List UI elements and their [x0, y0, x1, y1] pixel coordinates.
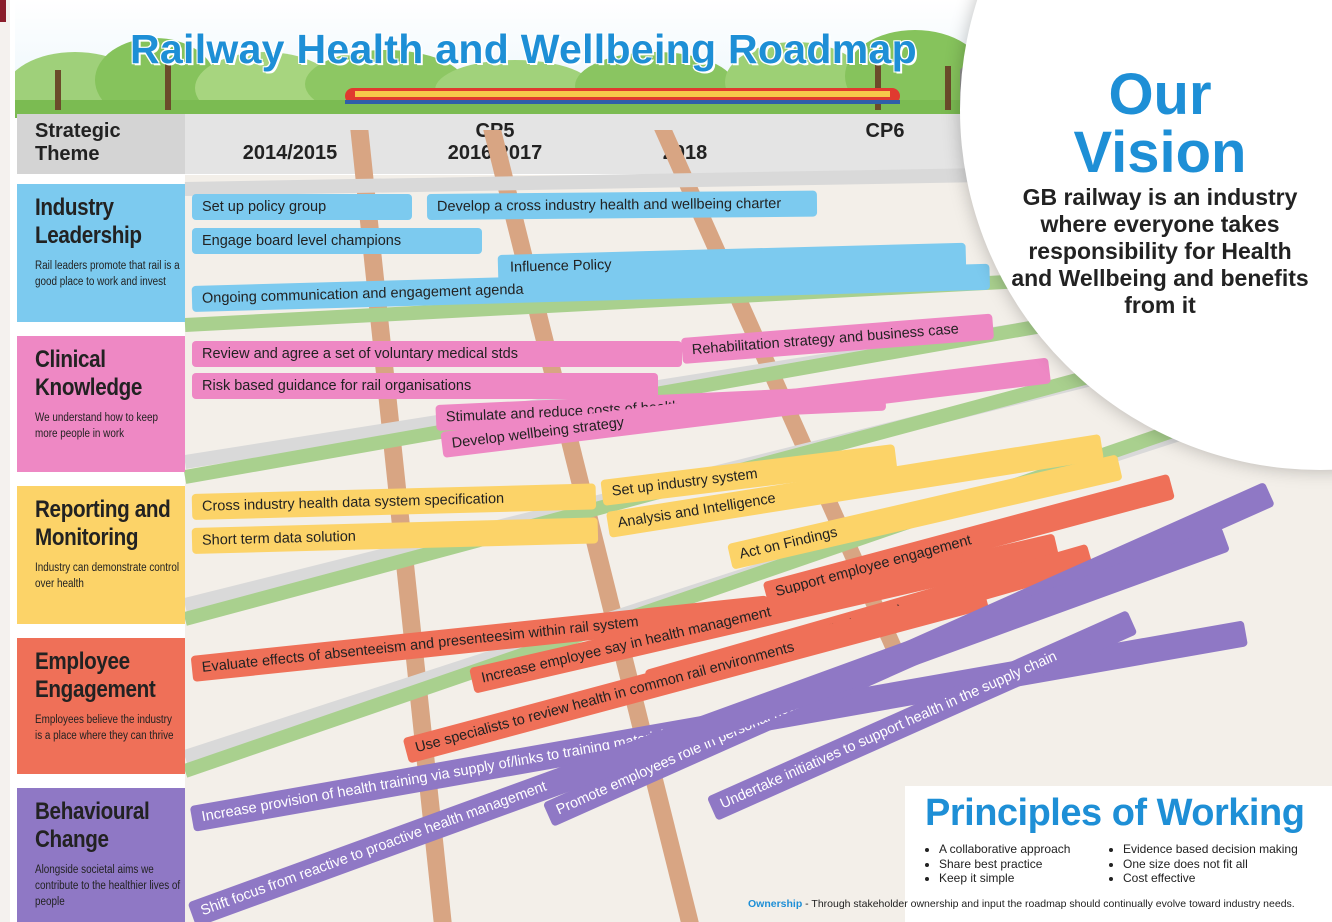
header-theme-cell	[17, 114, 185, 174]
roadmap-bar: Develop a cross industry health and well…	[426, 190, 818, 220]
theme-behavioural-change: Behavioural Change Alongside societal ai…	[17, 788, 185, 922]
theme-clinical-knowledge: Clinical Knowledge We understand how to …	[17, 336, 185, 472]
theme-title: Reporting and Monitoring	[35, 496, 171, 551]
principle-item: A collaborative approach	[939, 842, 1070, 857]
principle-item: Share best practice	[939, 857, 1070, 872]
theme-title: Behavioural Change	[35, 798, 150, 853]
theme-description: Employees believe the industry is a plac…	[35, 714, 174, 742]
theme-description: Alongside societal aims we contribute to…	[35, 864, 181, 908]
principles-title: Principles of Working	[925, 792, 1305, 834]
theme-industry-leadership: Industry Leadership Rail leaders promote…	[17, 184, 185, 322]
left-edge-strip	[0, 0, 10, 922]
roadmap-bar: Set up policy group	[192, 194, 412, 220]
col-2014-2015: 2014/2015	[215, 142, 365, 164]
principles-panel	[905, 786, 1332, 922]
theme-title: Employee Engagement	[35, 648, 156, 703]
strategic-theme-header: Strategic Theme	[35, 120, 121, 165]
page-title: Railway Health and Wellbeing Roadmap	[130, 26, 917, 72]
col-label: CP6	[865, 120, 905, 142]
theme-description: Rail leaders promote that rail is a good…	[35, 260, 180, 288]
theme-description: Industry can demonstrate control over he…	[35, 562, 180, 590]
left-edge-accent	[0, 0, 6, 22]
col-cp6: CP6	[810, 120, 960, 142]
theme-reporting-monitoring: Reporting and Monitoring Industry can de…	[17, 486, 185, 624]
principles-list-right: Evidence based decision making One size …	[1109, 842, 1298, 886]
vision-statement: GB railway is an industry where everyone…	[1011, 184, 1309, 318]
principle-item: One size does not fit all	[1123, 857, 1298, 872]
roadmap-bar: Engage board level champions	[192, 228, 482, 254]
principle-item: Keep it simple	[939, 871, 1070, 886]
ownership-label: Ownership	[748, 898, 803, 910]
header-landscape	[15, 0, 1005, 118]
theme-description: We understand how to keep more people in…	[35, 412, 158, 440]
vision-title: Our Vision	[1073, 62, 1247, 185]
theme-employee-engagement: Employee Engagement Employees believe th…	[17, 638, 185, 774]
theme-title: Industry Leadership	[35, 194, 142, 249]
roadmap-bar: Review and agree a set of voluntary medi…	[192, 341, 682, 367]
ownership-note: Ownership - Through stakeholder ownershi…	[748, 898, 1295, 910]
roadmap-bar: Risk based guidance for rail organisatio…	[192, 373, 658, 399]
principle-item: Evidence based decision making	[1123, 842, 1298, 857]
theme-title: Clinical Knowledge	[35, 346, 142, 401]
ownership-text: - Through stakeholder ownership and inpu…	[802, 898, 1295, 910]
principle-item: Cost effective	[1123, 871, 1298, 886]
principles-list-left: A collaborative approach Share best prac…	[925, 842, 1070, 886]
col-label: 2014/2015	[242, 142, 338, 164]
